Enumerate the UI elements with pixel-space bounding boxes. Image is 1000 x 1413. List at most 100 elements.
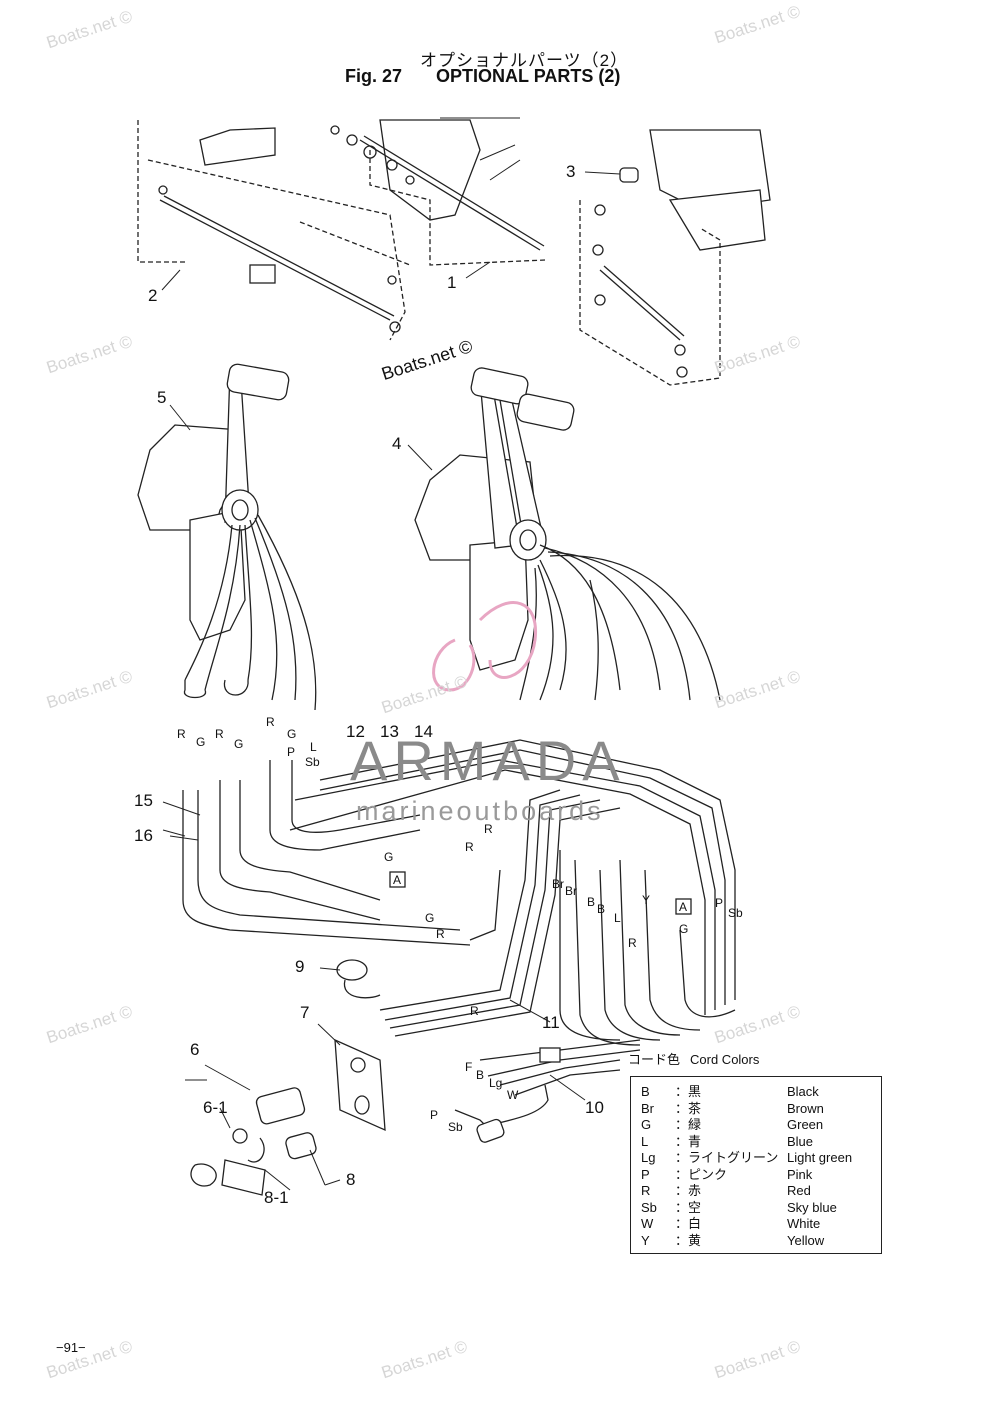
part-4-wires (519, 544, 721, 701)
legend-english: Black (787, 1084, 819, 1099)
legend-english: Yellow (787, 1232, 825, 1248)
legend-code: Br (641, 1100, 654, 1116)
wire-label: F (465, 1060, 473, 1074)
wire-label: G (196, 735, 206, 749)
title-japanese: オプショナルパーツ（2） (420, 51, 629, 70)
part-2-cable-group (137, 120, 411, 341)
callout-11: 11 (542, 1013, 560, 1032)
box-marker-a-2 (675, 898, 692, 915)
wire-label: Br (565, 884, 577, 898)
legend-japanese: ：青 (675, 1133, 702, 1149)
wire-label: Sb (728, 906, 743, 920)
overlay-brand: ARMADA (350, 729, 626, 792)
overlay-subbrand: marineoutboards (356, 796, 604, 826)
wire-label: Sb (448, 1120, 463, 1134)
legend-row: Sb ：空 Sky blue (641, 1200, 873, 1217)
legend-japanese: ：赤 (675, 1183, 702, 1198)
legend-japanese: ：空 (675, 1199, 702, 1215)
figure-number: Fig. 27 (345, 66, 403, 86)
wire-label: G (384, 850, 394, 864)
figure-title: OPTIONAL PARTS (2) (436, 66, 621, 86)
legend-title-en: Cord Colors (690, 1052, 760, 1067)
part-3-cable (579, 129, 771, 386)
title-english: Fig. 27 OPTIONAL PARTS (2) (345, 66, 620, 87)
callout-2: 2 (148, 286, 158, 305)
wire-label: L (614, 911, 621, 925)
legend-code: G (641, 1117, 652, 1132)
legend-code: B (641, 1084, 650, 1099)
legend-english: Light green (787, 1150, 853, 1165)
callout-16: 16 (134, 826, 153, 845)
box-label-a-1: A (393, 873, 402, 887)
legend-code: R (641, 1183, 651, 1198)
wire-label: R (470, 1004, 479, 1018)
page-number: −91− (56, 1340, 86, 1355)
legend-title-jp: コード色 (628, 1052, 681, 1067)
part-2-cable (158, 127, 401, 333)
legend-code: Lg (641, 1150, 656, 1165)
callout-3: 3 (566, 162, 576, 181)
legend-english: Sky blue (787, 1199, 837, 1215)
callout-1: 1 (447, 273, 457, 292)
legend-english: Red (787, 1183, 811, 1198)
part-5-wires (183, 514, 317, 711)
box-marker-a-1 (389, 871, 406, 888)
legend-english: Pink (787, 1166, 813, 1182)
callout-8-1: 8-1 (264, 1188, 289, 1207)
wire-label: W (507, 1088, 519, 1102)
callout-9: 9 (295, 957, 305, 976)
wire-label: G (425, 911, 435, 925)
overlay-logo (432, 601, 538, 692)
legend-japanese: ：ピンク (675, 1166, 728, 1182)
legend-japanese: ：黒 (675, 1084, 702, 1099)
wire-label: R (484, 822, 493, 836)
callout-12: 12 (346, 722, 365, 741)
harness-12-13-14 (289, 739, 736, 1015)
wire-label: Sb (305, 755, 320, 769)
legend-english: Green (787, 1117, 824, 1132)
legend-row: R ：赤 Red (641, 1183, 873, 1200)
wire-label: L (310, 740, 317, 754)
legend-code: W (641, 1216, 654, 1231)
legend-code: P (641, 1166, 650, 1182)
legend-row: B ：黒 Black (641, 1084, 873, 1101)
legend-code: Sb (641, 1199, 657, 1215)
wire-label: R (628, 936, 637, 950)
part-10-harness (454, 1039, 641, 1143)
harness-11 (379, 789, 736, 1046)
wire-label: Lg (489, 1076, 503, 1090)
wire-label: R (465, 840, 474, 854)
legend-japanese: ：ライトグリーン (675, 1150, 779, 1165)
legend-row: P ：ピンク Pink (641, 1167, 873, 1184)
callout-6: 6 (190, 1040, 200, 1059)
callout-5: 5 (157, 388, 167, 407)
part-9-buzzer (336, 959, 381, 999)
legend-row: Y ：黄 Yellow (641, 1233, 873, 1250)
wire-label: B (476, 1068, 485, 1082)
wire-label: Y (642, 893, 651, 907)
wire-label: R (177, 727, 186, 741)
legend-row: Lg ：ライトグリーン Light green (641, 1150, 873, 1167)
part-6-key-switch (190, 1087, 317, 1196)
wire-label: Br (552, 877, 564, 891)
callout-15: 15 (134, 791, 153, 810)
legend-english: White (787, 1216, 821, 1231)
callout-8: 8 (346, 1170, 356, 1189)
callout-14: 14 (414, 722, 433, 741)
callout-4: 4 (392, 434, 402, 453)
legend-code: L (641, 1133, 649, 1149)
part-4-control-box (414, 367, 575, 671)
harness-15-16 (182, 760, 471, 946)
part-7-plate (334, 1038, 386, 1132)
wire-label: R (436, 927, 445, 941)
callout-6-1: 6-1 (203, 1098, 228, 1117)
wire-label: B (587, 895, 596, 909)
legend-code: Y (641, 1232, 650, 1248)
legend-title: コード色 Cord Colors (628, 1049, 769, 1068)
legend-japanese: ：黄 (675, 1232, 702, 1248)
wire-label: G (287, 727, 297, 741)
wire-label: G (679, 922, 689, 936)
legend-japanese: ：白 (675, 1216, 702, 1231)
